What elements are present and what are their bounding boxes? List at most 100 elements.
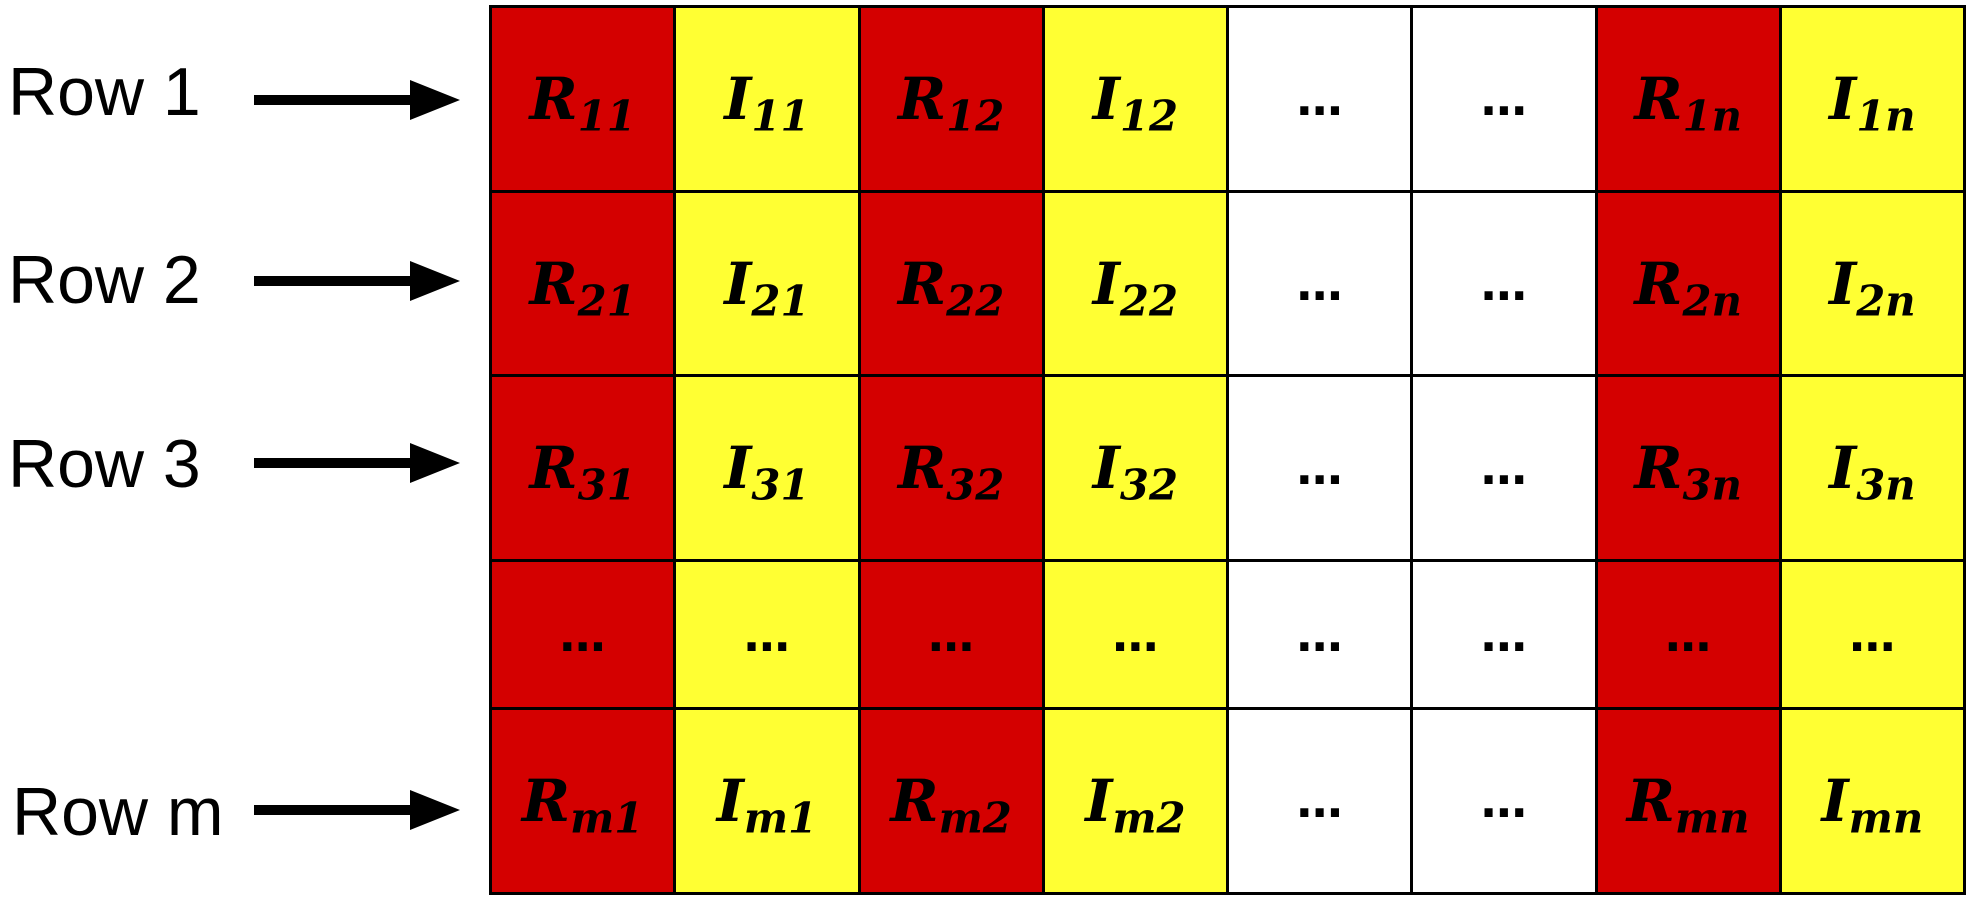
ellipsis-cell: …	[1594, 559, 1782, 711]
cell-index: mn	[1848, 793, 1924, 843]
cell-index: 21	[577, 276, 636, 326]
cell-index: 21	[751, 276, 810, 326]
cell-symbol: I	[1829, 249, 1857, 318]
row-label-3: Row 3	[8, 426, 201, 502]
matrix-row: ……………………	[488, 559, 1967, 711]
arrow-icon-row-m	[254, 790, 460, 830]
cell-symbol: R	[529, 434, 578, 503]
cell-index: m1	[570, 793, 644, 843]
real-part-cell: R1n	[1594, 5, 1782, 193]
real-part-cell: R21	[488, 189, 677, 378]
real-part-cell: R11	[488, 5, 677, 193]
arrow-icon-row-2	[254, 261, 460, 301]
cell-symbol: R	[1626, 767, 1675, 836]
cell-symbol: R	[890, 767, 939, 836]
cell-symbol: I	[724, 64, 752, 133]
cell-symbol: I	[1092, 434, 1120, 503]
cell-index: 22	[1119, 276, 1178, 326]
cell-index: 32	[1119, 460, 1178, 510]
real-part-cell: R32	[857, 374, 1045, 563]
ellipsis-cell: …	[1410, 374, 1598, 563]
imag-part-cell: I11	[673, 5, 861, 193]
real-part-cell: Rm2	[857, 707, 1045, 895]
cell-symbol: I	[724, 434, 752, 503]
cell-index: 11	[751, 91, 810, 141]
cell-index: 11	[577, 91, 636, 141]
cell-symbol: I	[1829, 64, 1857, 133]
imag-part-cell: I3n	[1778, 374, 1967, 563]
ellipsis-cell: …	[673, 559, 861, 711]
real-part-cell: R31	[488, 374, 677, 563]
ellipsis-cell: …	[1041, 559, 1230, 711]
cell-symbol: I	[1821, 767, 1849, 836]
cell-symbol: R	[897, 249, 947, 318]
cell-symbol: R	[1634, 249, 1683, 318]
ellipsis-cell: …	[1778, 559, 1967, 711]
imag-part-cell: Im1	[673, 707, 861, 895]
cell-index: 2n	[1856, 276, 1916, 326]
imag-part-cell: I12	[1041, 5, 1230, 193]
cell-index: 12	[946, 91, 1005, 141]
cell-index: 1n	[1856, 91, 1916, 141]
cell-symbol: R	[1634, 434, 1683, 503]
real-part-cell: R2n	[1594, 189, 1782, 378]
cell-index: 31	[577, 460, 636, 510]
cell-symbol: R	[529, 64, 578, 133]
ellipsis-cell: …	[1410, 189, 1598, 378]
cell-index: 3n	[1856, 460, 1916, 510]
cell-index: 22	[946, 276, 1005, 326]
row-label-m: Row m	[12, 774, 224, 850]
imag-part-cell: I21	[673, 189, 861, 378]
cell-symbol: R	[1634, 64, 1683, 133]
cell-index: 1n	[1682, 91, 1742, 141]
cell-index: 32	[946, 460, 1005, 510]
ellipsis-cell: …	[1410, 5, 1598, 193]
cell-index: 12	[1119, 91, 1178, 141]
ellipsis-cell: …	[1225, 189, 1414, 378]
cell-symbol: I	[724, 249, 752, 318]
real-part-cell: R12	[857, 5, 1045, 193]
ellipsis-cell: …	[1410, 559, 1598, 711]
ellipsis-cell: …	[857, 559, 1045, 711]
cell-index: 31	[751, 460, 810, 510]
cell-symbol: I	[1092, 249, 1120, 318]
cell-symbol: I	[716, 767, 744, 836]
ellipsis-cell: …	[1225, 5, 1414, 193]
cell-index: m1	[743, 793, 818, 843]
real-part-cell: R3n	[1594, 374, 1782, 563]
row-label-2: Row 2	[8, 242, 201, 318]
cell-symbol: I	[1829, 434, 1857, 503]
cell-symbol: R	[897, 64, 947, 133]
imag-part-cell: I22	[1041, 189, 1230, 378]
cell-symbol: R	[521, 767, 571, 836]
cell-symbol: I	[1085, 767, 1113, 836]
cell-index: 3n	[1682, 460, 1742, 510]
imag-part-cell: I31	[673, 374, 861, 563]
cell-index: mn	[1674, 793, 1750, 843]
imag-part-cell: I1n	[1778, 5, 1967, 193]
real-part-cell: Rm1	[488, 707, 677, 895]
ellipsis-cell: …	[1410, 707, 1598, 895]
row-label-1: Row 1	[8, 54, 201, 130]
real-part-cell: Rmn	[1594, 707, 1782, 895]
cell-symbol: R	[529, 249, 578, 318]
cell-index: 2n	[1682, 276, 1742, 326]
ellipsis-cell: …	[488, 559, 677, 711]
cell-symbol: R	[897, 434, 947, 503]
real-part-cell: R22	[857, 189, 1045, 378]
imag-part-cell: Imn	[1778, 707, 1967, 895]
imag-part-cell: Im2	[1041, 707, 1230, 895]
ellipsis-cell: …	[1225, 707, 1414, 895]
ellipsis-cell: …	[1225, 559, 1414, 711]
arrow-icon-row-1	[254, 80, 460, 120]
cell-index: m2	[938, 793, 1012, 843]
cell-index: m2	[1112, 793, 1186, 843]
arrow-icon-row-3	[254, 443, 460, 483]
ellipsis-cell: …	[1225, 374, 1414, 563]
imag-part-cell: I32	[1041, 374, 1230, 563]
